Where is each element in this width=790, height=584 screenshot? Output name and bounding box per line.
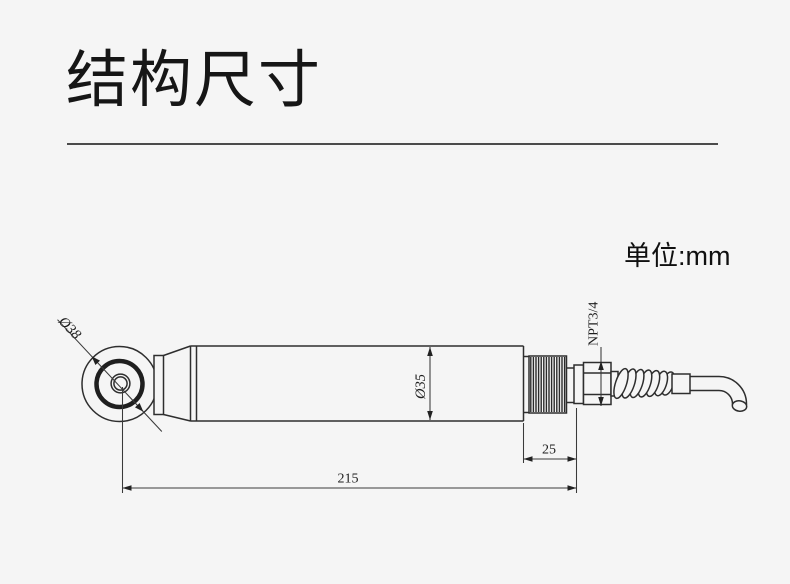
head-collar bbox=[153, 354, 165, 416]
dim-label-head-diameter: Ø38 bbox=[54, 313, 84, 343]
cable bbox=[671, 373, 748, 412]
dim-label-thread-spec: NPT3/4 bbox=[587, 302, 602, 346]
dim-thread-length: 25 bbox=[523, 443, 577, 462]
dim-label-thread-length: 25 bbox=[542, 443, 556, 458]
dim-head-diameter: Ø38 bbox=[54, 313, 163, 432]
dim-overall-length: 215 bbox=[122, 472, 577, 491]
thread-section bbox=[528, 355, 568, 414]
unit-label: 单位:mm bbox=[624, 241, 731, 271]
cone-transition bbox=[163, 345, 198, 422]
cable-gland-nut bbox=[566, 361, 619, 406]
extension-lines bbox=[121, 387, 578, 493]
dim-thread-spec: NPT3/4 bbox=[587, 302, 604, 406]
cable-end-cap bbox=[731, 400, 748, 412]
sensor-body bbox=[190, 345, 525, 422]
dim-body-diameter: Ø35 bbox=[413, 347, 433, 420]
title-underline bbox=[67, 143, 718, 145]
body-thread-step bbox=[523, 355, 529, 414]
dim-label-overall-length: 215 bbox=[338, 472, 359, 487]
cable-coil bbox=[613, 367, 676, 400]
page-title: 结构尺寸 bbox=[66, 46, 323, 115]
dim-label-body-diameter: Ø35 bbox=[413, 374, 429, 400]
